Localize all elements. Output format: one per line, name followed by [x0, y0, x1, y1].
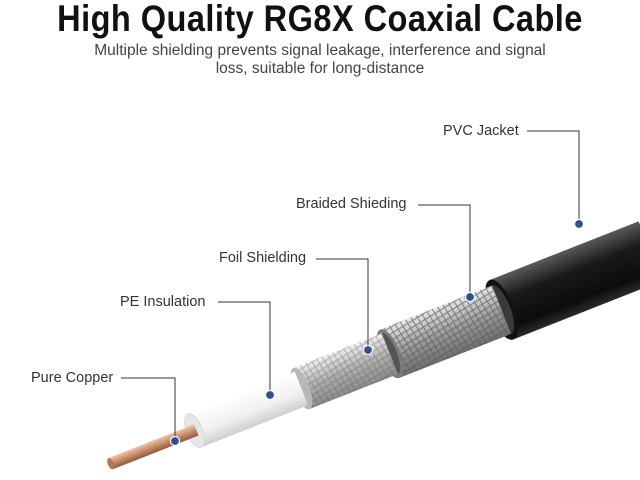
marker-dot-braided-shielding — [464, 291, 476, 303]
leader-pvc-jacket — [527, 130, 580, 224]
marker-dot-pe-insulation — [264, 389, 276, 401]
label-pe-insulation: PE Insulation — [120, 294, 206, 310]
label-braided-shielding: Braided Shieding — [296, 196, 407, 212]
label-pure-copper: Pure Copper — [31, 370, 114, 386]
leader-lines — [121, 130, 580, 441]
leader-foil-shielding — [316, 258, 369, 350]
copper-conductor — [107, 424, 199, 470]
page-subtitle: Multiple shielding prevents signal leaka… — [94, 42, 546, 77]
label-foil-shielding: Foil Shielding — [219, 250, 307, 266]
leader-pure-copper — [121, 377, 176, 441]
marker-dot-foil-shielding — [362, 344, 374, 356]
marker-dot-pure-copper — [169, 435, 181, 447]
marker-dot-pvc-jacket — [573, 218, 585, 230]
leader-pe-insulation — [218, 301, 271, 395]
page-title: High Quality RG8X Coaxial Cable — [57, 0, 583, 39]
label-pvc-jacket: PVC Jacket — [443, 123, 519, 139]
pe-insulation — [184, 371, 309, 448]
leader-braided-shielding — [418, 204, 471, 297]
